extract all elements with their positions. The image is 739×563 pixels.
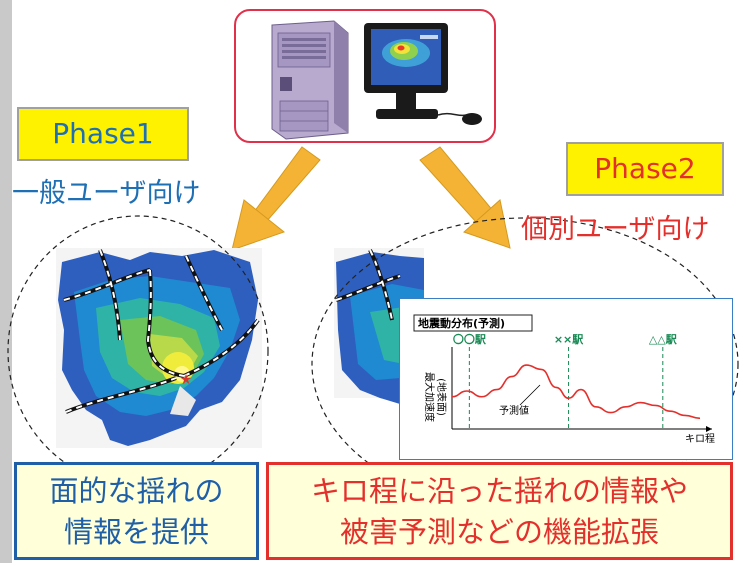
phase1-audience: 一般ユーザ向け bbox=[12, 178, 201, 209]
chart-title: 地震動分布(予測) bbox=[418, 316, 505, 330]
left-margin-bar bbox=[0, 0, 12, 563]
phase2-label: Phase2 bbox=[566, 142, 724, 196]
phase1-label: Phase1 bbox=[17, 107, 189, 161]
station-label-0: 〇〇駅 bbox=[453, 332, 486, 346]
station-label-2: △△駅 bbox=[649, 333, 677, 346]
prediction-annotation: 予測値 bbox=[499, 404, 529, 417]
x-axis-label: キロ程 bbox=[685, 433, 715, 445]
chart-canvas: 地震動分布(予測) 最大加速度 (地表面) キロ程 予測値 〇〇駅 ××駅 △△駅 bbox=[413, 314, 715, 445]
phase2-feature-box: キロ程に沿った揺れの情報や 被害予測などの機能拡張 bbox=[266, 462, 733, 560]
phase1-shaking-map: ★ bbox=[56, 248, 262, 448]
x-axis-arrowhead bbox=[706, 426, 712, 432]
prediction-server-frame bbox=[234, 9, 496, 143]
phase1-feature-box: 面的な揺れの 情報を提供 bbox=[14, 462, 259, 560]
phase2-feature-line2: 被害予測などの機能拡張 bbox=[339, 515, 659, 549]
y-axis-sublabel: (地表面) bbox=[435, 378, 448, 416]
y-axis-label: 最大加速度 bbox=[423, 372, 436, 422]
chart-title-box bbox=[413, 314, 533, 332]
server-tower-icon bbox=[271, 20, 349, 140]
phase2-feature-line1: キロ程に沿った揺れの情報や bbox=[310, 474, 688, 508]
phase1-feature-line2: 情報を提供 bbox=[63, 515, 209, 549]
station-label-1: ××駅 bbox=[554, 333, 583, 346]
phase2-audience: 個別ユーザ向け bbox=[521, 214, 710, 245]
arrow-to-phase1 bbox=[231, 146, 321, 251]
seismic-prediction-chart: 地震動分布(予測) 最大加速度 (地表面) キロ程 予測値 〇〇駅 ××駅 △△駅 bbox=[399, 298, 733, 460]
mouse-icon bbox=[437, 112, 482, 125]
annotation-pointer bbox=[519, 384, 541, 406]
epicenter-star-icon: ★ bbox=[180, 372, 193, 388]
arrow-to-phase2 bbox=[419, 146, 511, 249]
phase2-scope-circle bbox=[311, 217, 739, 511]
phase1-feature-line1: 面的な揺れの bbox=[49, 474, 224, 508]
prediction-series-line bbox=[451, 364, 701, 420]
monitor-icon bbox=[364, 23, 448, 119]
server-computer-illustration bbox=[271, 20, 482, 140]
